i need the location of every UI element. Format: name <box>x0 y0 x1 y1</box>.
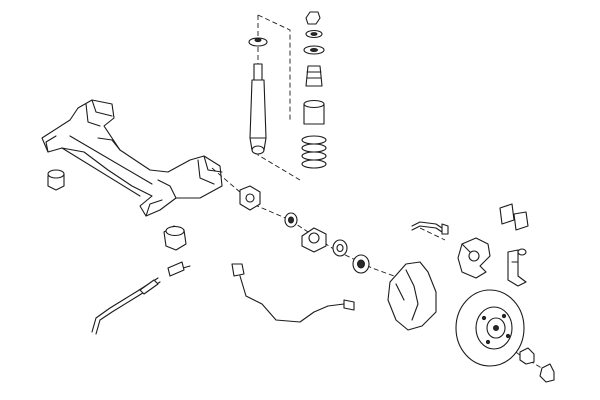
axle-bushing <box>47 169 65 191</box>
brake-disc <box>455 289 525 367</box>
stub-axle <box>239 185 261 211</box>
hub-cap-nut <box>301 227 327 253</box>
abs-sensor <box>231 263 355 323</box>
bump-stop <box>305 65 323 87</box>
handbrake-cable <box>91 261 191 335</box>
top-mount-washer <box>305 29 323 39</box>
brake-pads <box>499 203 529 231</box>
seal-ring <box>332 239 348 257</box>
axle-bushing <box>163 225 187 251</box>
grease-cap <box>539 363 555 383</box>
coil-spring <box>301 135 327 169</box>
brake-hose <box>411 221 449 235</box>
bump-stop-nut <box>305 11 321 25</box>
hub-nut <box>519 347 535 365</box>
bearing-ring <box>284 212 298 228</box>
spring-seat <box>303 45 325 55</box>
bearing <box>352 254 370 274</box>
brake-shield <box>387 261 437 331</box>
brake-caliper <box>457 237 491 279</box>
caliper-bracket <box>507 248 527 287</box>
dust-boot <box>303 99 325 125</box>
shock-absorber <box>248 37 268 155</box>
rear-axle-beam <box>41 99 223 217</box>
